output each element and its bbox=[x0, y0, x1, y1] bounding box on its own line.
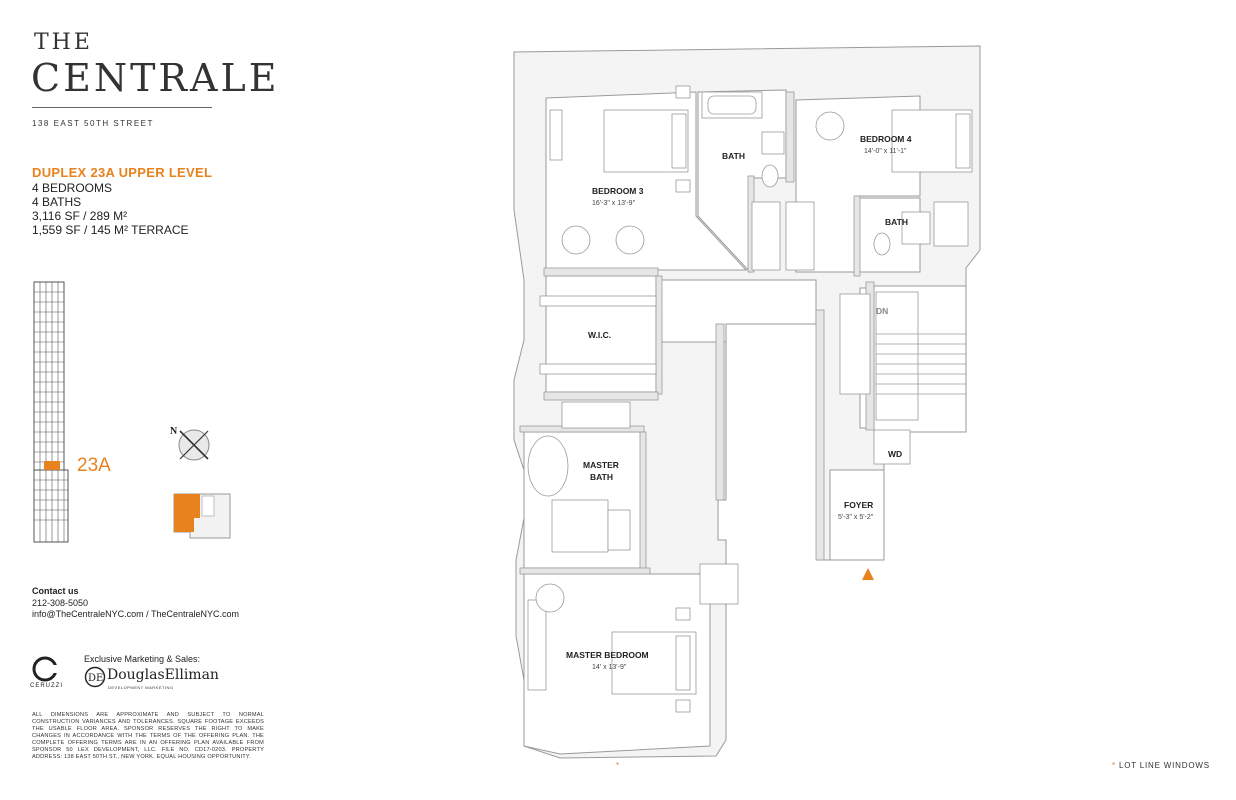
brand-divider bbox=[32, 107, 212, 108]
ceruzzi-wordmark: CERUZZI bbox=[30, 683, 63, 689]
label-bath2: BATH bbox=[885, 217, 908, 227]
address: 138 EAST 50TH STREET bbox=[32, 119, 154, 128]
label-master-bedroom: MASTER BEDROOM bbox=[566, 650, 649, 660]
legend-text: LOT LINE WINDOWS bbox=[1118, 761, 1210, 770]
ceruzzi-logo-icon bbox=[32, 656, 58, 682]
label-bedroom4: BEDROOM 4 bbox=[860, 134, 912, 144]
label-foyer: FOYER bbox=[844, 500, 873, 510]
compass-icon: N bbox=[170, 426, 210, 461]
compass-north-label: N bbox=[170, 426, 178, 437]
label-dn: DN bbox=[876, 306, 888, 316]
label-bedroom3: BEDROOM 3 bbox=[592, 186, 644, 196]
lot-line-window-marker: * bbox=[616, 761, 619, 770]
dim-bedroom3: 16'-3" x 13'-9" bbox=[592, 200, 636, 207]
contact-phone[interactable]: 212-308-5050 bbox=[32, 598, 89, 608]
legend: * LOT LINE WINDOWS bbox=[1112, 761, 1210, 770]
room-bedroom3 bbox=[545, 91, 748, 271]
contact-links[interactable]: info@TheCentraleNYC.com / TheCentraleNYC… bbox=[32, 609, 240, 619]
label-wd: WD bbox=[888, 449, 902, 459]
dim-master-bedroom: 14' x 13'-9" bbox=[592, 664, 627, 671]
label-wic: W.I.C. bbox=[588, 330, 611, 340]
tower-elevation bbox=[33, 281, 69, 543]
legend-marker: * bbox=[1112, 761, 1116, 770]
label-master-bath-1: MASTER bbox=[583, 460, 619, 470]
spec-terrace: 1,559 SF / 145 M² TERRACE bbox=[32, 223, 189, 237]
douglas-elliman-emblem-icon: DE bbox=[84, 666, 106, 688]
brand-the: THE bbox=[34, 30, 93, 55]
unit-title: DUPLEX 23A UPPER LEVEL bbox=[32, 165, 213, 180]
room-foyer bbox=[829, 469, 885, 561]
label-bath1: BATH bbox=[722, 151, 745, 161]
disclaimer: ALL DIMENSIONS ARE APPROXIMATE AND SUBJE… bbox=[32, 712, 264, 760]
spec-area: 3,116 SF / 289 M² bbox=[32, 209, 128, 223]
room-corridor bbox=[657, 279, 817, 343]
entry-marker-icon bbox=[862, 568, 874, 580]
marketing-label: Exclusive Marketing & Sales: bbox=[84, 654, 201, 664]
spec-baths: 4 BATHS bbox=[32, 195, 82, 209]
brand-name: CENTRALE bbox=[31, 56, 280, 100]
label-master-bath-2: BATH bbox=[590, 472, 613, 482]
key-plan bbox=[173, 493, 231, 539]
dim-foyer: 5'-3" x 5'-2" bbox=[838, 514, 874, 521]
douglas-elliman-subtitle: DEVELOPMENT MARKETING bbox=[108, 685, 174, 690]
floor-plan: * BEDROOM 3 16'-3" x 13'-9" BATH BEDROOM… bbox=[513, 45, 981, 770]
contact-heading: Contact us bbox=[32, 586, 79, 596]
floor-highlight bbox=[44, 461, 60, 470]
svg-text:DE: DE bbox=[88, 673, 103, 684]
spec-bedrooms: 4 BEDROOMS bbox=[32, 181, 113, 195]
floor-label: 23A bbox=[77, 455, 111, 476]
dim-bedroom4: 14'-0" x 11'-1" bbox=[864, 148, 907, 155]
douglas-elliman-wordmark: DouglasElliman bbox=[107, 667, 219, 683]
